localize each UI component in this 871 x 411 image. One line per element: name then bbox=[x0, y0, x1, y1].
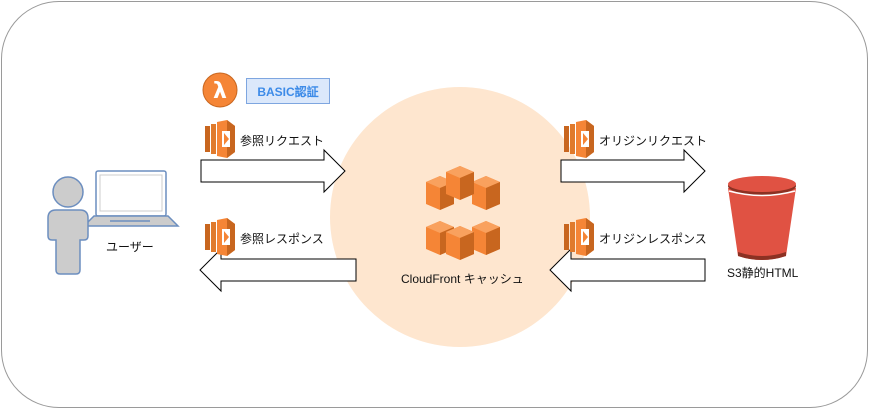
svg-text:λ: λ bbox=[213, 79, 227, 104]
s3-label: S3静的HTML bbox=[727, 266, 799, 280]
basic-auth-badge: BASIC認証 bbox=[246, 78, 330, 104]
lambda-function-icon bbox=[205, 120, 235, 158]
request-arrow-user-to-cloudfront bbox=[200, 148, 346, 194]
flow-label-origin-request: オリジンリクエスト bbox=[599, 134, 708, 148]
response-arrow-cloudfront-to-user bbox=[199, 247, 357, 293]
user-with-laptop-icon bbox=[47, 170, 180, 275]
lambda-function-icon bbox=[205, 218, 235, 256]
s3-bucket-icon bbox=[728, 176, 796, 260]
flow-label-viewer-response: 参照レスポンス bbox=[240, 232, 324, 246]
flow-label-origin-response: オリジンレスポンス bbox=[599, 232, 707, 246]
user-label: ユーザー bbox=[106, 240, 154, 254]
request-arrow-cloudfront-to-s3 bbox=[560, 148, 706, 194]
cloudfront-cache-zone bbox=[330, 87, 590, 347]
response-arrow-s3-to-cloudfront bbox=[549, 247, 706, 293]
cloudfront-label: CloudFront キャッシュ bbox=[401, 272, 524, 286]
flow-label-viewer-request: 参照リクエスト bbox=[240, 134, 325, 148]
lambda-icon: λ bbox=[202, 72, 238, 108]
